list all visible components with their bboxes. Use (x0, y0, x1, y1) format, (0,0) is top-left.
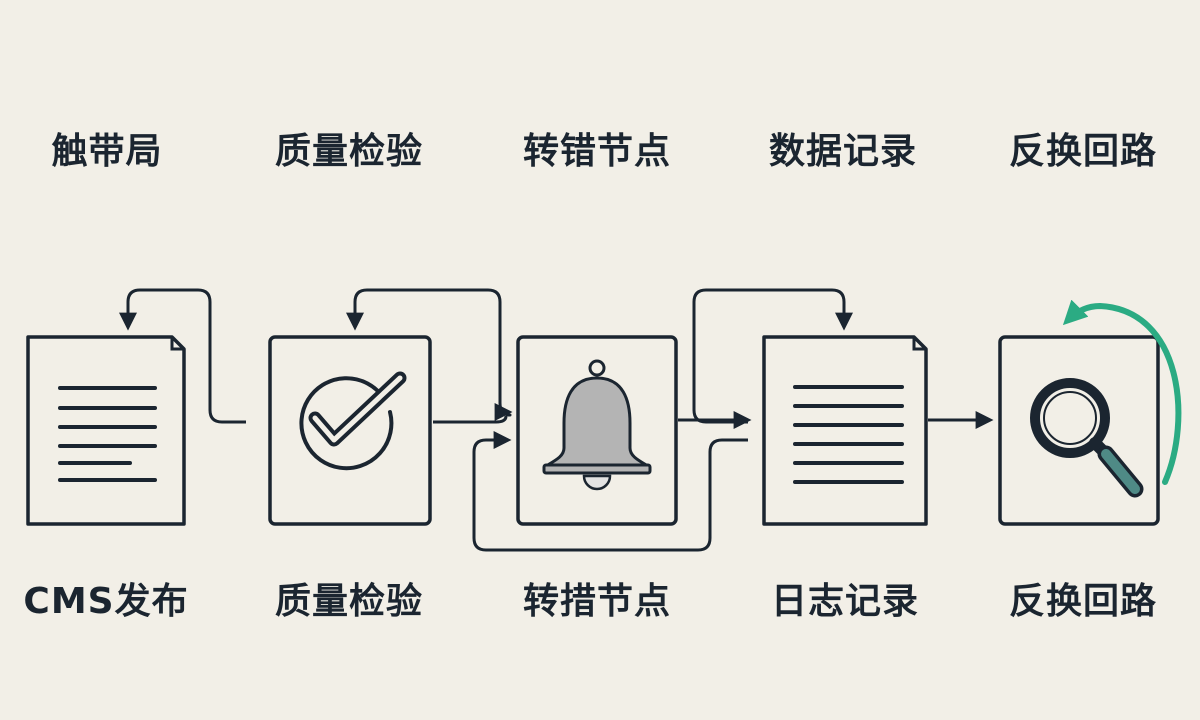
magnifier-icon (1030, 378, 1144, 498)
connectors (119, 288, 994, 552)
bottom-label-1: CMS发布 (23, 581, 189, 622)
connector-loop-4-3 (472, 431, 748, 552)
node-quality-check (268, 335, 432, 526)
feedback-arc (1062, 299, 1182, 485)
document-icon (58, 386, 157, 482)
top-label-2: 质量检验 (274, 131, 423, 172)
node-feedback-loop (998, 335, 1160, 526)
connector-2-3 (433, 415, 508, 424)
top-label-3: 转错节点 (522, 131, 671, 172)
top-label-1: 触带局 (51, 131, 163, 172)
log-document-icon (793, 385, 904, 484)
bottom-label-5: 反换回路 (1008, 581, 1157, 622)
bottom-label-3: 转措节点 (522, 581, 671, 622)
node-transfer (516, 335, 678, 526)
bell-icon (542, 359, 652, 491)
bottom-label-2: 质量检验 (274, 581, 423, 622)
checkmark-circle-icon (299, 371, 407, 471)
connector-loop-3-4-top (692, 288, 853, 424)
top-label-5: 反换回路 (1008, 131, 1157, 172)
top-label-4: 数据记录 (768, 131, 917, 172)
connector-loop-1-2 (119, 288, 246, 424)
node-log-record (762, 335, 928, 526)
node-cms-publish (26, 335, 186, 526)
bottom-label-4: 日志记录 (770, 581, 919, 622)
